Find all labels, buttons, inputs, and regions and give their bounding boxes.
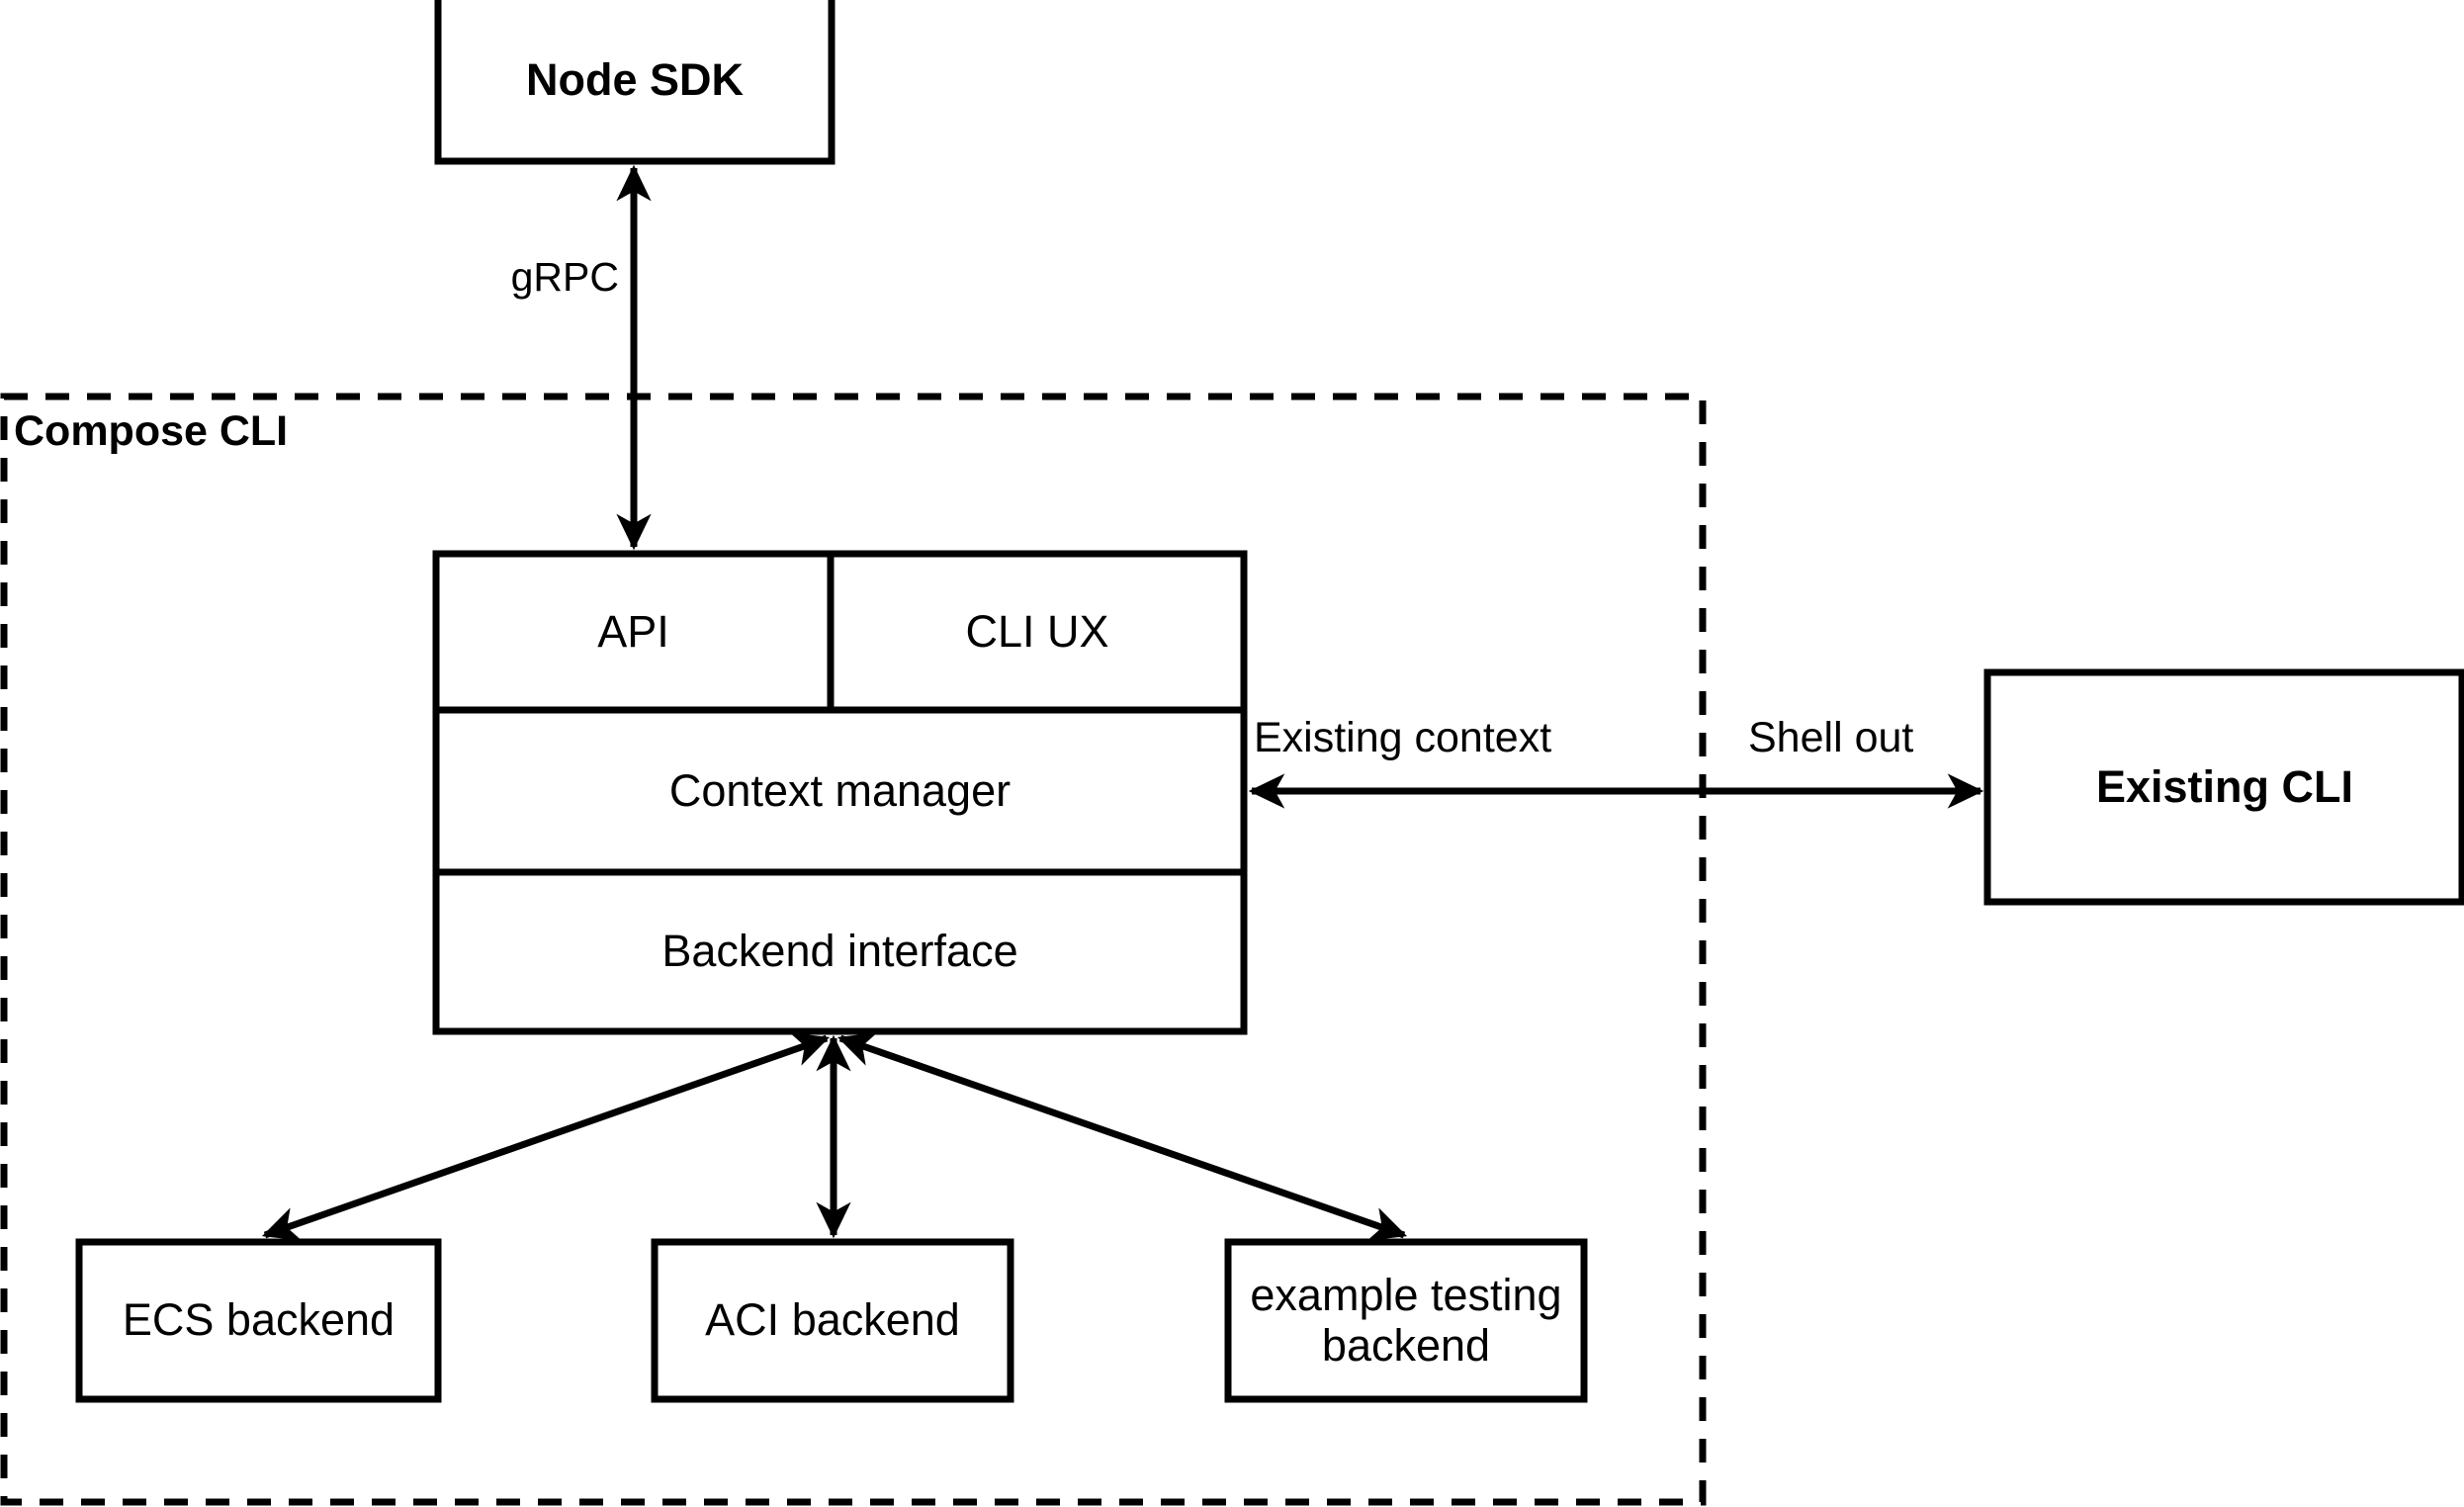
ecs-backend-label: ECS backend xyxy=(122,1294,396,1346)
node-sdk-box xyxy=(434,0,836,165)
existing-cli-label: Existing CLI xyxy=(2095,760,2354,812)
node-sdk-label: Node SDK xyxy=(525,54,744,106)
existing-cli-box xyxy=(1983,668,2464,906)
backend-example-testing-connector xyxy=(836,1032,1408,1241)
example-testing-backend-label: example testing backend xyxy=(1250,1270,1562,1371)
api-label: API xyxy=(597,605,669,657)
compose-cli-stack-box xyxy=(432,550,1248,1035)
backend-ecs-connector xyxy=(261,1032,831,1241)
ecs-backend-box xyxy=(75,1238,442,1403)
cli-ux-label: CLI UX xyxy=(965,605,1109,657)
aci-backend-label: ACI backend xyxy=(705,1294,960,1346)
compose-cli-group-boundary xyxy=(0,393,1707,1506)
existing-context-edge-label: Existing context xyxy=(1254,714,1552,761)
context-manager-label: Context manager xyxy=(668,764,1012,816)
aci-backend-box xyxy=(651,1238,1014,1403)
compose-cli-group-label: Compose CLI xyxy=(14,407,289,455)
example-testing-backend-box xyxy=(1224,1238,1588,1403)
grpc-edge-label: gRPC xyxy=(510,254,619,300)
shell-out-edge-label: Shell out xyxy=(1748,714,1914,761)
backend-interface-label: Backend interface xyxy=(661,926,1018,977)
